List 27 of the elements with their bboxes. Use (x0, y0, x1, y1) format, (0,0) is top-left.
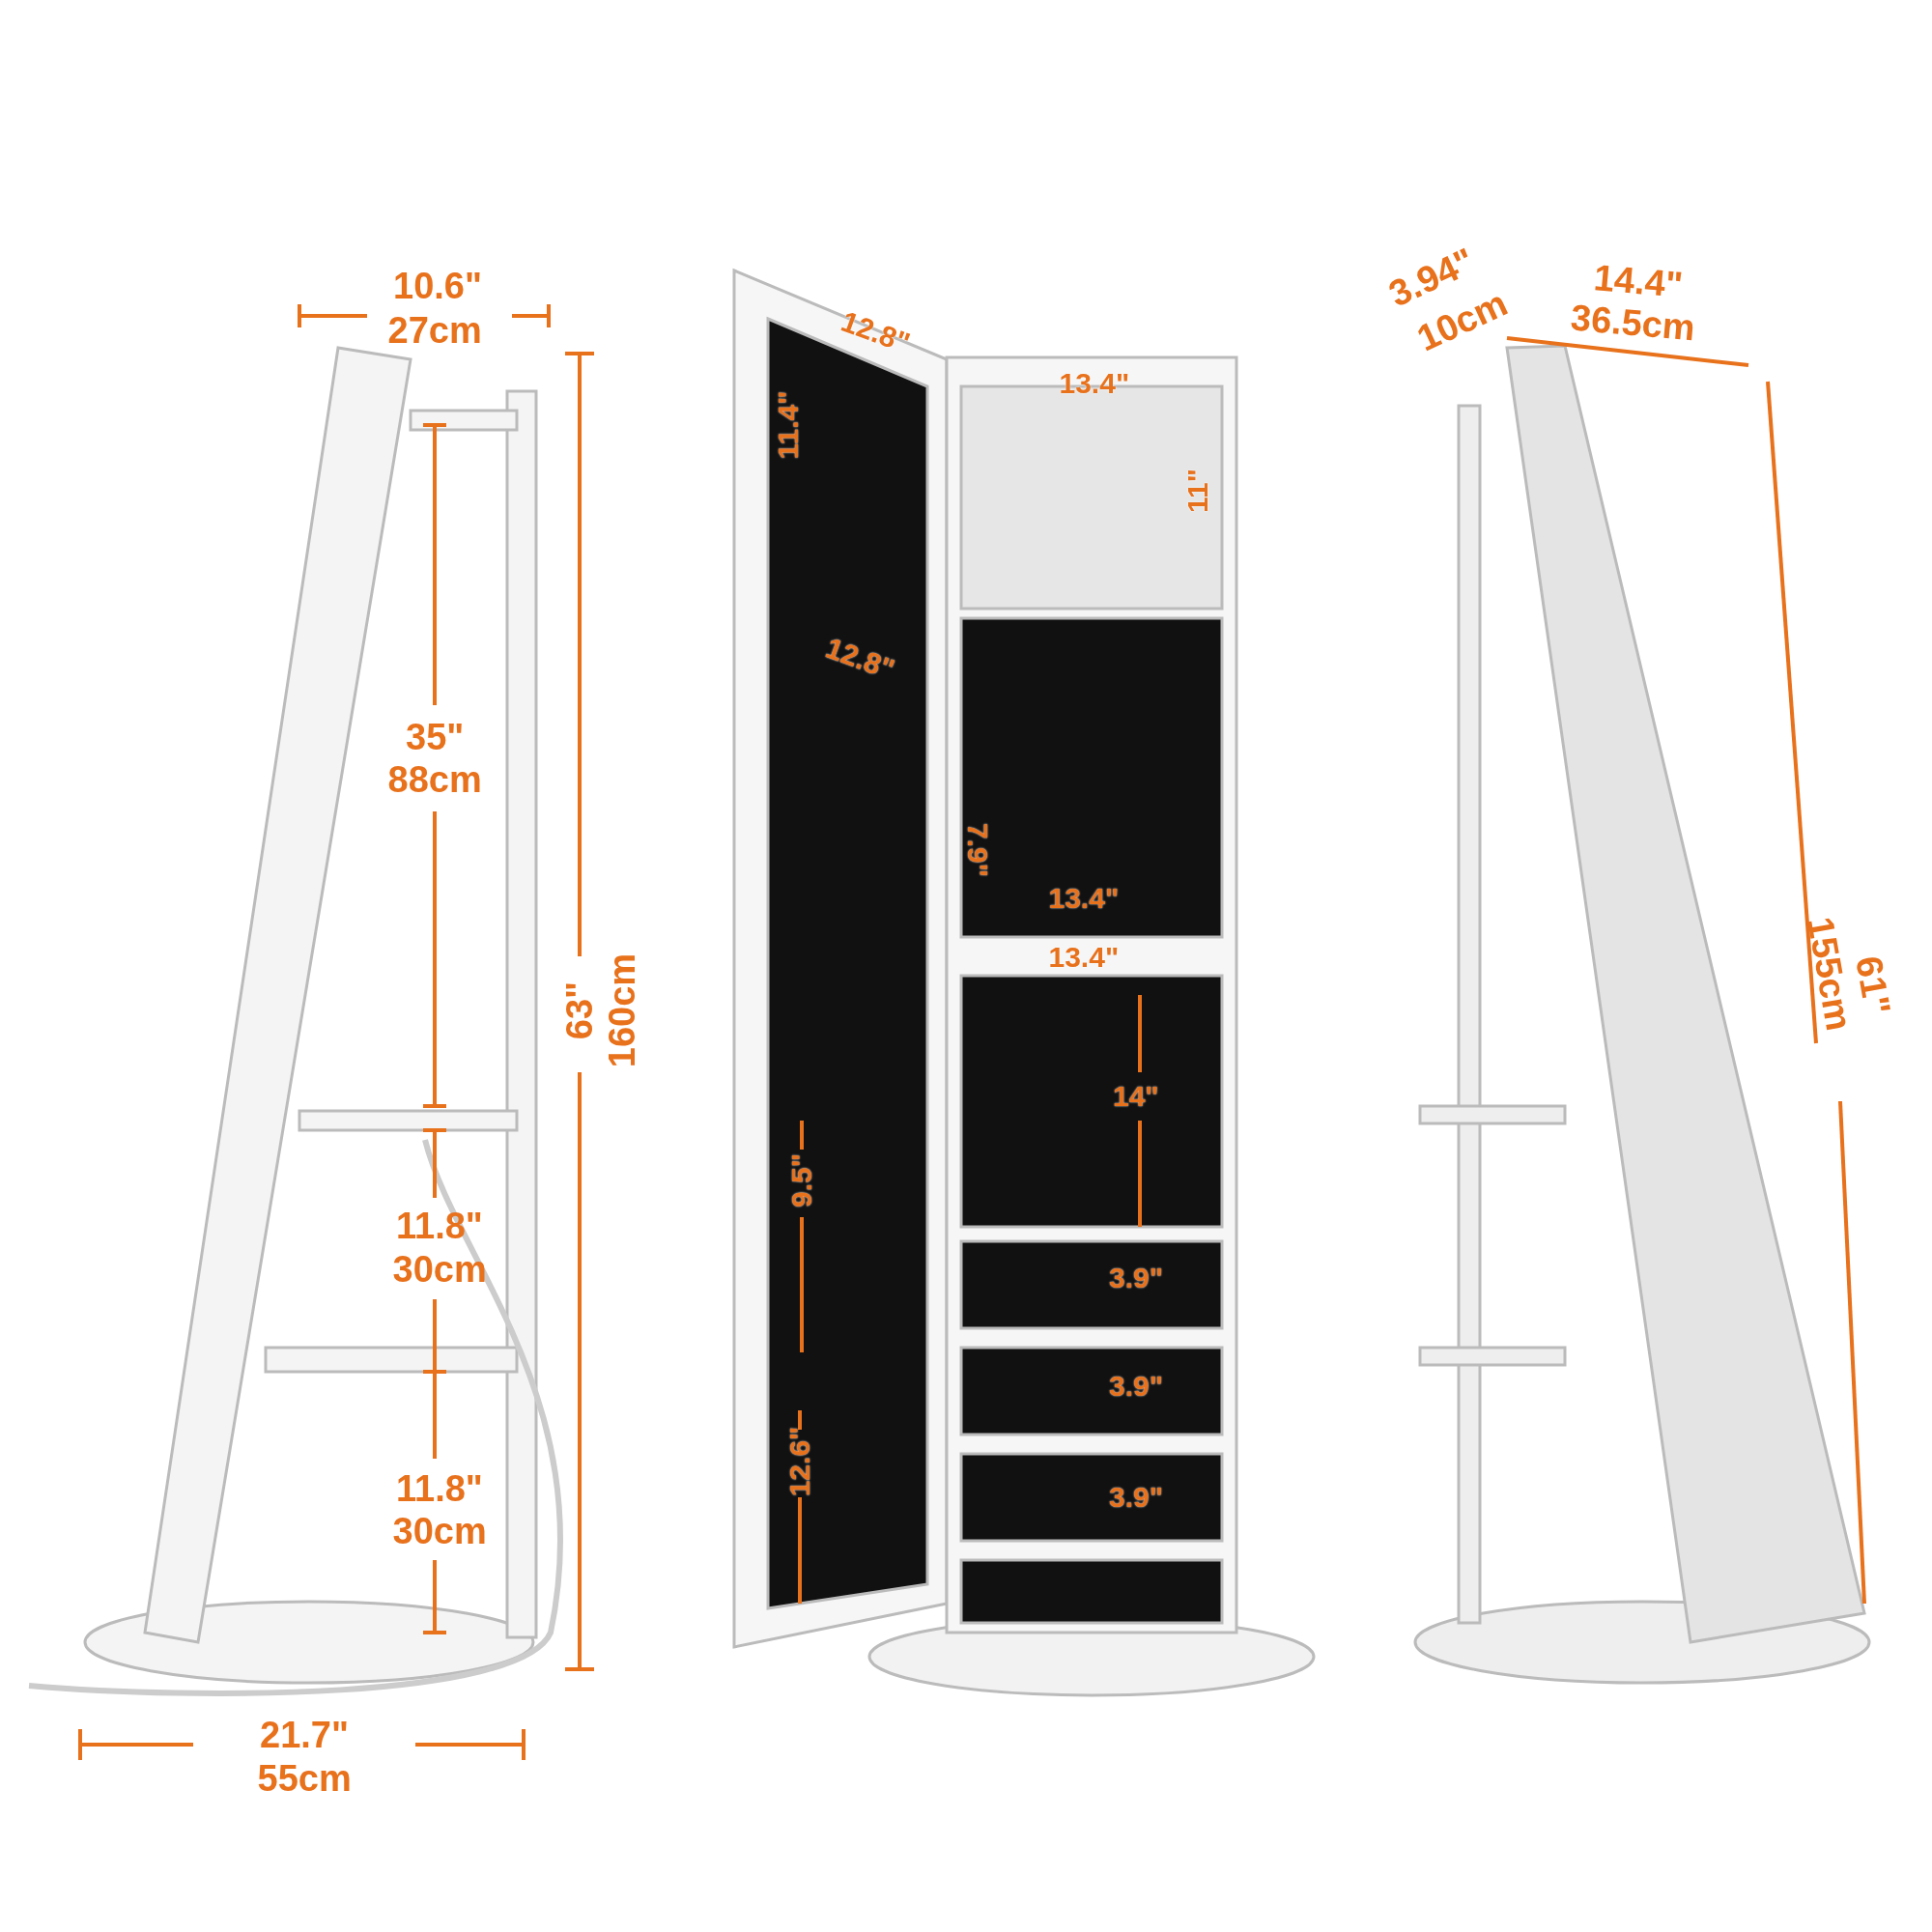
dimension-label: 13.4" (1059, 369, 1130, 398)
dimension-label: 30cm (392, 1513, 487, 1549)
dimension-label: 7.9" (962, 823, 992, 877)
dimension-label: 3.9" (1109, 1483, 1163, 1512)
dimension-label: 88cm (387, 761, 482, 798)
dimension-label: 63" (561, 980, 599, 1040)
dimension-label: 35" (406, 719, 465, 755)
dimension-label: 10.6" (393, 268, 482, 304)
dimension-label: 27cm (387, 312, 482, 349)
dimension-label: 13.4" (1048, 943, 1120, 972)
dimension-label: 13.4" (1048, 884, 1120, 913)
dimension-label: 12.6" (784, 1426, 814, 1497)
dimension-label: 55cm (257, 1760, 352, 1797)
dimension-label: 11.4" (774, 390, 803, 460)
dimension-label: 12.8" (837, 306, 914, 358)
dimension-label: 12.8" (821, 633, 898, 685)
dimension-label: 3.9" (1109, 1264, 1163, 1293)
dimension-label: 11.8" (396, 1208, 483, 1244)
dimension-label: 3.9" (1109, 1372, 1163, 1401)
dimension-label: 61" (1850, 953, 1897, 1017)
dimension-label: 9.5" (786, 1153, 816, 1208)
dimension-label: 21.7" (260, 1717, 349, 1753)
dimension-label: 160cm (604, 952, 641, 1068)
dimension-label: 14" (1113, 1082, 1159, 1111)
dimension-label: 11" (1182, 469, 1212, 513)
dimension-label: 11.8" (396, 1470, 483, 1507)
dimension-label: 30cm (392, 1251, 487, 1288)
